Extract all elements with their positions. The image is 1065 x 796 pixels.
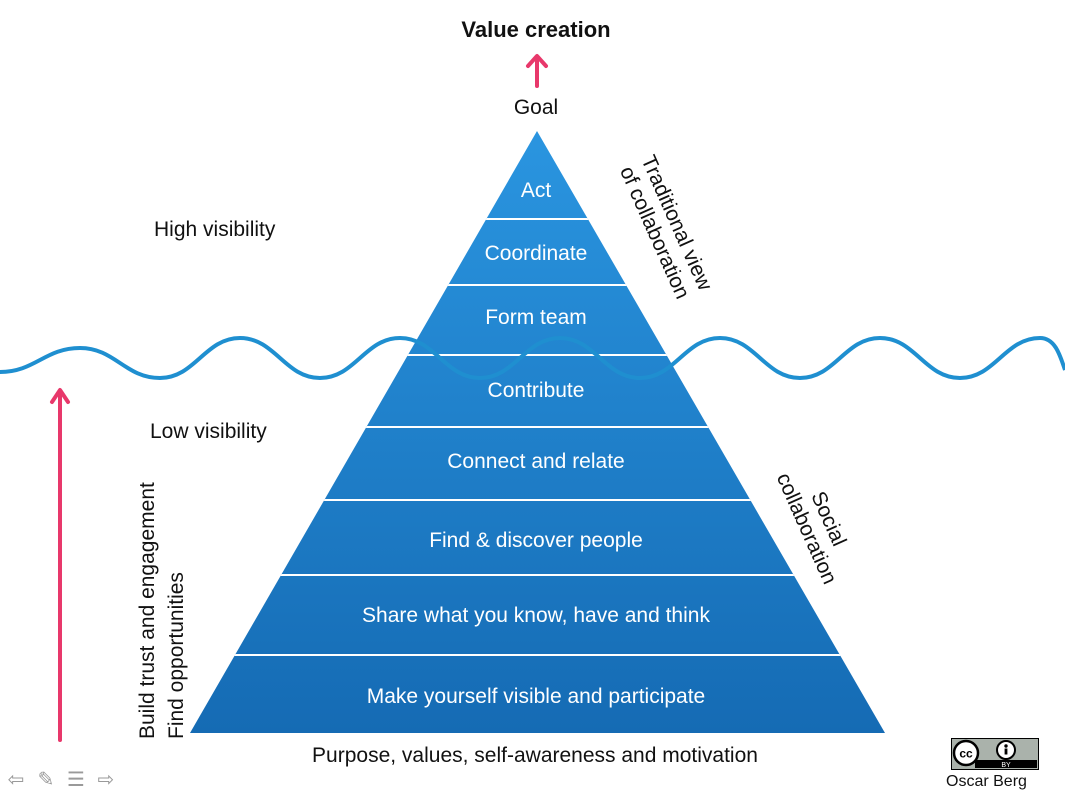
pyramid-level-label: Make yourself visible and participate: [367, 685, 706, 708]
license-badge-text: BY: [1001, 762, 1011, 769]
pyramid-separators: [190, 218, 885, 656]
pyramid-level-label: Connect and relate: [447, 450, 624, 473]
pyramid: [190, 131, 885, 733]
goal-label: Goal: [513, 96, 559, 119]
build-trust-label: Build trust and engagement: [136, 482, 159, 739]
waterline-wave: [0, 335, 1065, 381]
cc-license-badge: cc BY: [951, 738, 1039, 770]
pyramid-level-label: Coordinate: [485, 242, 588, 265]
left-growth-arrow: [50, 388, 70, 742]
left-vertical-labels: Build trust and engagement Find opportun…: [133, 439, 191, 739]
pyramid-level-label: Form team: [485, 306, 587, 329]
pyramid-level-label: Contribute: [488, 379, 585, 402]
arrow-right-icon[interactable]: ⇨: [97, 769, 115, 791]
base-caption: Purpose, values, self-awareness and moti…: [312, 744, 758, 767]
diagram-title: Value creation: [461, 17, 611, 42]
pyramid-level-label: Find & discover people: [429, 529, 643, 552]
slide-navigation: ⇦ ✎ ☰ ⇨: [4, 768, 118, 792]
high-visibility-label: High visibility: [154, 218, 276, 241]
value-arrow: [526, 54, 548, 88]
pencil-icon[interactable]: ✎: [37, 769, 55, 791]
menu-icon[interactable]: ☰: [67, 769, 85, 791]
find-opportunities-label: Find opportunities: [165, 572, 188, 739]
arrow-left-icon[interactable]: ⇦: [7, 769, 25, 791]
pyramid-level-label: Act: [521, 179, 552, 202]
credit-label: Oscar Berg: [946, 773, 1027, 790]
low-visibility-label: Low visibility: [150, 420, 267, 443]
svg-text:cc: cc: [959, 747, 973, 761]
pyramid-level-label: Share what you know, have and think: [362, 604, 710, 627]
